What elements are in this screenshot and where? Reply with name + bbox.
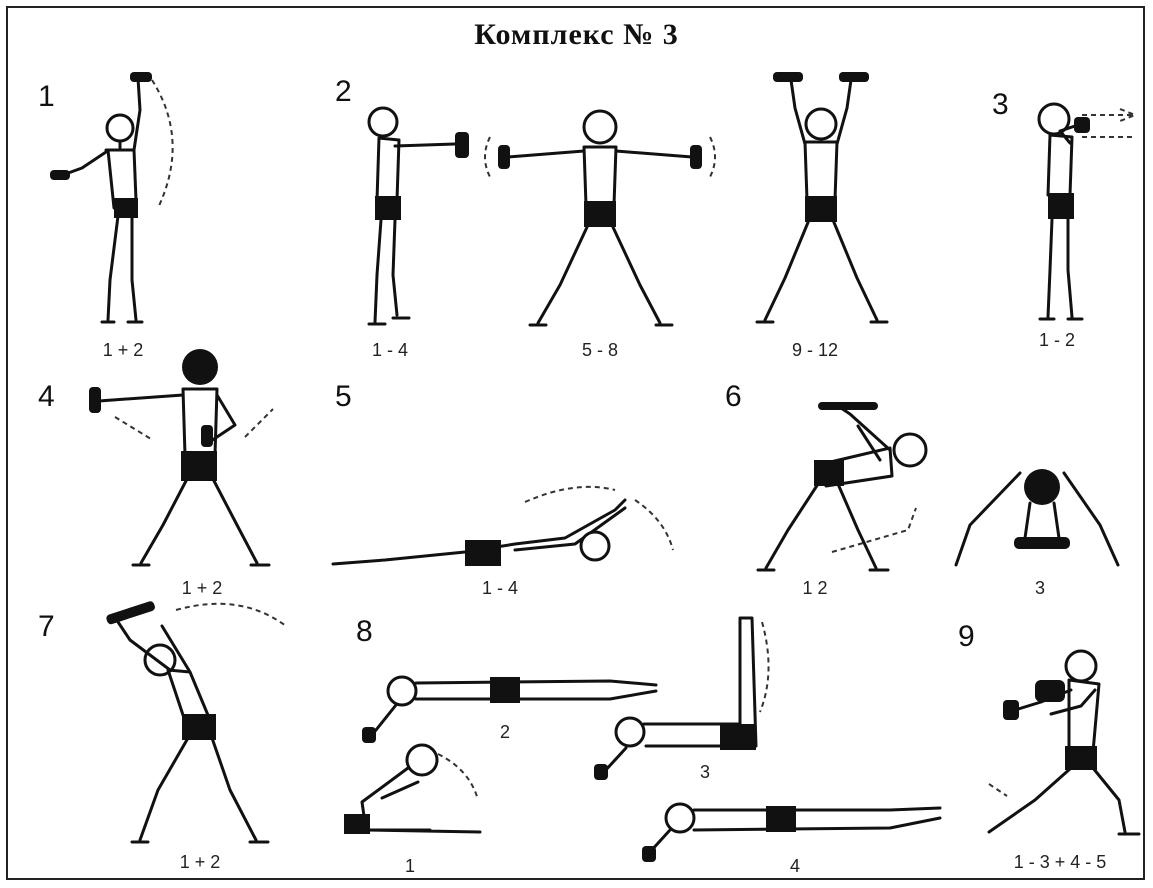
exercise-6-caption-1: 1 2 (802, 578, 827, 599)
exercise-6-caption-2: 3 (1035, 578, 1045, 599)
exercise-5-illustration (325, 480, 685, 575)
exercise-2-caption-3: 9 - 12 (792, 340, 838, 361)
exercise-8-caption-1: 1 (405, 856, 415, 877)
exercise-8-1-illustration (340, 740, 500, 840)
exercise-2b-illustration (480, 105, 720, 330)
exercise-9-illustration (985, 640, 1145, 845)
exercise-5-caption: 1 - 4 (482, 578, 518, 599)
exercise-4-illustration (75, 345, 305, 570)
page-title: Комплекс № 3 (0, 18, 1153, 52)
exercise-6b-illustration (950, 455, 1130, 575)
exercise-3-number: 3 (992, 88, 1009, 122)
exercise-8-3-illustration (590, 612, 790, 787)
exercise-7-number: 7 (38, 610, 55, 644)
exercise-2c-illustration (745, 68, 895, 330)
exercise-2a-illustration (355, 100, 465, 332)
exercise-8-number: 8 (356, 615, 373, 649)
exercise-1-illustration (40, 70, 200, 335)
exercise-9-caption: 1 - 3 + 4 - 5 (1014, 852, 1107, 873)
exercise-8-4-illustration (640, 790, 945, 865)
exercise-3-caption: 1 - 2 (1039, 330, 1075, 351)
exercise-2-number: 2 (335, 75, 352, 109)
exercise-7-illustration (90, 600, 300, 850)
exercise-2-caption-1: 1 - 4 (372, 340, 408, 361)
exercise-7-caption: 1 + 2 (180, 852, 221, 873)
exercise-2-caption-2: 5 - 8 (582, 340, 618, 361)
exercise-9-number: 9 (958, 620, 975, 654)
exercise-3-illustration (1020, 95, 1145, 325)
exercise-5-number: 5 (335, 380, 352, 414)
exercise-6a-illustration (740, 380, 940, 575)
exercise-4-caption: 1 + 2 (182, 578, 223, 599)
exercise-4-number: 4 (38, 380, 55, 414)
